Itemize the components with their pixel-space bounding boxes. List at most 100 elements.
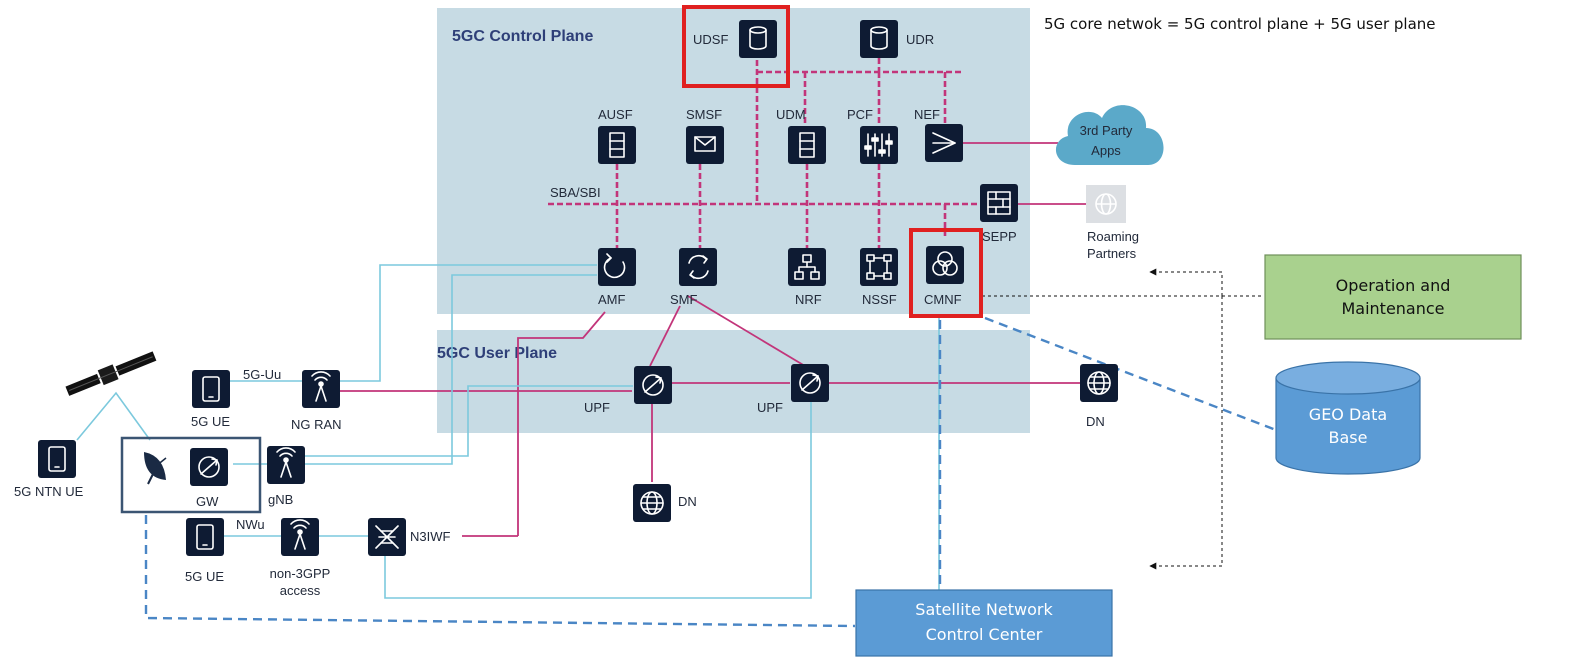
satellite-icon <box>65 351 157 396</box>
amf-node[interactable]: AMF <box>598 248 636 307</box>
smsf-node[interactable]: SMSF <box>686 107 724 164</box>
phone-icon <box>48 446 66 472</box>
server-icon <box>609 132 625 158</box>
sncc-rect <box>855 589 1113 657</box>
interworking-icon <box>375 525 399 549</box>
non3gpp-node[interactable]: non-3GPP access <box>270 518 331 598</box>
ng-ran-node[interactable]: NG RAN <box>291 370 342 432</box>
apps-label-line1: 3rd Party <box>1080 123 1133 138</box>
globe-icon <box>640 491 664 515</box>
om-rect <box>1264 254 1522 340</box>
udsf-label: UDSF <box>693 32 728 47</box>
antenna-icon <box>311 371 331 402</box>
n3iwf-node[interactable]: N3IWF <box>368 518 451 556</box>
firewall-icon <box>987 191 1011 215</box>
exposure-arrow-icon <box>932 132 956 154</box>
om-label-line2: Maintenance <box>1341 299 1444 318</box>
pcf-tile <box>860 126 898 164</box>
sba-bus-label: SBA/SBI <box>550 185 601 200</box>
geo-label-line1: GEO Data <box>1309 405 1387 424</box>
ausf-tile <box>598 126 636 164</box>
antenna-icon <box>290 519 310 550</box>
forwarding-icon <box>799 372 821 394</box>
non3gpp-label-line1: non-3GPP <box>270 566 331 581</box>
amf-label: AMF <box>598 292 626 307</box>
gw-node[interactable]: GW <box>144 448 228 509</box>
upf1-label: UPF <box>584 400 610 415</box>
nssf-node[interactable]: NSSF <box>860 248 898 307</box>
pcf-label: PCF <box>847 107 873 122</box>
udr-node[interactable]: UDR <box>860 20 934 58</box>
ng-ran-label: NG RAN <box>291 417 342 432</box>
ue-top-node[interactable]: 5G UE <box>191 370 230 429</box>
forwarding-icon <box>642 374 664 396</box>
ntn-ue-node[interactable]: 5G NTN UE <box>14 440 84 499</box>
gw-label: GW <box>196 494 219 509</box>
n3iwf-label: N3IWF <box>410 529 451 544</box>
udsf-node[interactable]: UDSF <box>693 20 777 58</box>
sba-bus <box>548 58 1000 248</box>
geo-database[interactable]: GEO Data Base <box>1275 361 1421 475</box>
satellite-dish-icon <box>144 452 167 485</box>
cmnf-highlight <box>909 228 983 318</box>
ntn-ue-label: 5G NTN UE <box>14 484 84 499</box>
session-cycle-icon <box>688 255 709 279</box>
uu-interface-label: 5G-Uu <box>243 367 281 382</box>
nrf-label: NRF <box>795 292 822 307</box>
hierarchy-icon <box>794 254 820 280</box>
nrf-node[interactable]: NRF <box>788 248 826 307</box>
user-plane-links <box>340 142 1086 537</box>
forwarding-icon <box>198 456 220 478</box>
third-party-apps-cloud[interactable]: 3rd Party Apps <box>1055 105 1164 165</box>
udm-label: UDM <box>776 107 806 122</box>
smf-label: SMF <box>670 292 698 307</box>
gw-group-box <box>120 436 262 514</box>
satellite-control-center[interactable]: Satellite Network Control Center <box>855 589 1113 657</box>
gnb-node[interactable]: gNB <box>267 446 305 507</box>
gnb-tile <box>267 446 305 484</box>
udm-node[interactable]: UDM <box>776 107 826 164</box>
user-plane-area <box>437 330 1030 433</box>
udr-tile <box>860 20 898 58</box>
non3gpp-label-line2: access <box>280 583 321 598</box>
server-icon <box>799 132 815 158</box>
ntn-ue-tile <box>38 440 76 478</box>
envelope-icon <box>694 136 716 152</box>
ue-top-label: 5G UE <box>191 414 230 429</box>
core-caption: 5G core netwok = 5G control plane + 5G u… <box>1044 15 1436 33</box>
nef-node[interactable]: NEF <box>914 107 963 162</box>
dn-bottom-node[interactable]: DN <box>633 484 697 522</box>
ausf-label: AUSF <box>598 107 633 122</box>
smf-node[interactable]: SMF <box>670 248 717 307</box>
ue-bottom-node[interactable]: 5G UE <box>185 518 224 584</box>
control-plane-title: 5GC Control Plane <box>452 28 593 45</box>
geo-db-body <box>1275 378 1421 475</box>
sepp-node[interactable]: SEPP <box>980 184 1018 244</box>
venn-icon <box>932 251 958 276</box>
dn-right-label: DN <box>1086 414 1105 429</box>
ausf-node[interactable]: AUSF <box>598 107 636 164</box>
cmnf-node[interactable]: CMNF <box>924 246 964 307</box>
smsf-label: SMSF <box>686 107 722 122</box>
sncc-label-line2: Control Center <box>926 625 1043 644</box>
sepp-label: SEPP <box>982 229 1017 244</box>
om-label-line1: Operation and <box>1336 276 1451 295</box>
nssf-label: NSSF <box>862 292 897 307</box>
amf-tile <box>598 248 636 286</box>
udr-label: UDR <box>906 32 934 47</box>
dn-right-node[interactable]: DN <box>1080 364 1118 429</box>
upf2-node[interactable]: UPF <box>757 364 829 415</box>
ue-bottom-tile <box>186 518 224 556</box>
pcf-node[interactable]: PCF <box>847 107 898 164</box>
roaming-partners-node[interactable]: Roaming Partners <box>1086 185 1139 261</box>
cmnf-label: CMNF <box>924 292 962 307</box>
operation-maintenance-box[interactable]: Operation and Maintenance <box>1264 254 1522 340</box>
dn-bottom-label: DN <box>678 494 697 509</box>
non3gpp-tile <box>281 518 319 556</box>
nef-label: NEF <box>914 107 940 122</box>
satellite-node[interactable] <box>64 349 157 399</box>
upf1-node[interactable]: UPF <box>584 366 672 415</box>
udm-tile <box>788 126 826 164</box>
database-icon <box>749 26 767 50</box>
